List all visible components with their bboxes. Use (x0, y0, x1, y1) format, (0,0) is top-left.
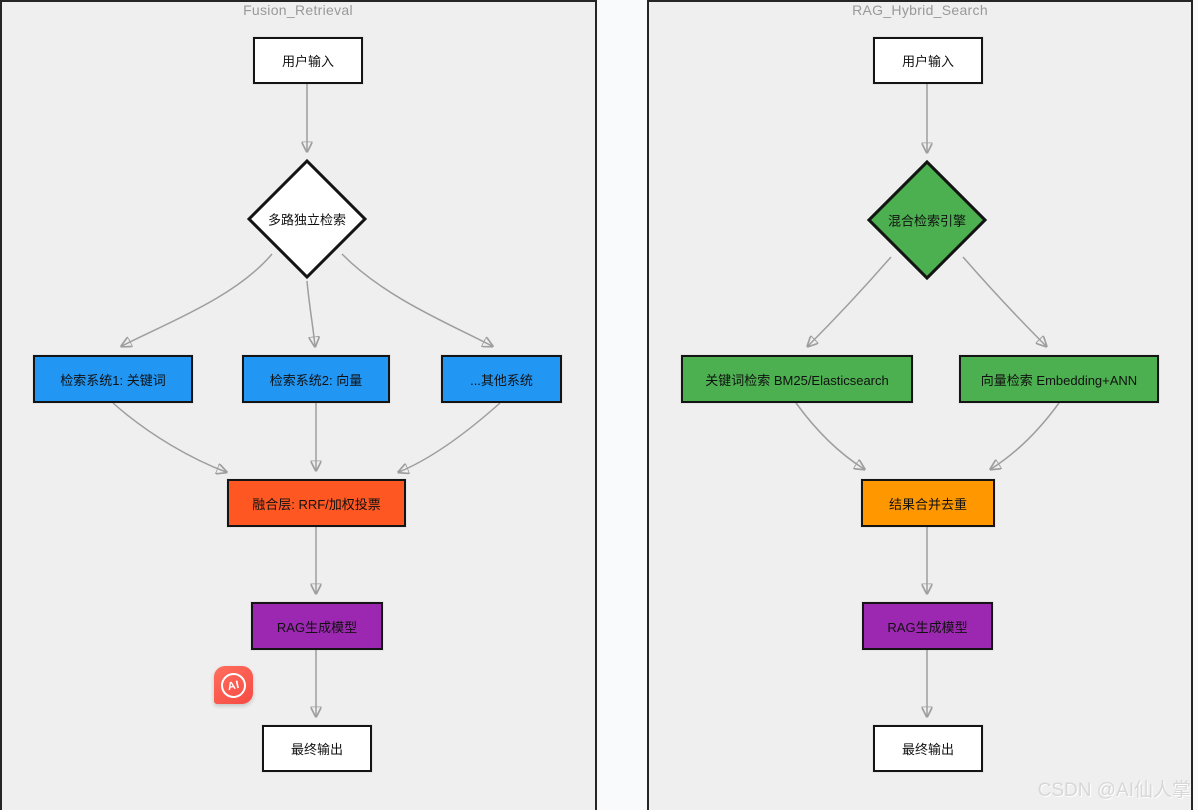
panel-title-fusion-retrieval: Fusion_Retrieval (243, 2, 353, 18)
panel-title-rag-hybrid-search: RAG_Hybrid_Search (852, 2, 988, 18)
node-retrieval-system-1-keyword: 检索系统1: 关键词 (33, 355, 193, 403)
ai-badge-label: AI (226, 677, 241, 693)
panel-fusion-retrieval (0, 0, 597, 810)
diamond-label-right: 混合检索引擎 (887, 213, 967, 229)
node-other-systems: ...其他系统 (441, 355, 562, 403)
ai-speech-bubble-icon: AI (218, 670, 249, 700)
node-result-merge-dedup: 结果合并去重 (861, 479, 995, 527)
csdn-watermark: CSDN @AI仙人掌 (1037, 780, 1191, 801)
node-keyword-search-bm25-elasticsearch: 关键词检索 BM25/Elasticsearch (681, 355, 913, 403)
diamond-label-left: 多路独立检索 (267, 212, 347, 228)
ai-logo-badge: AI (214, 666, 253, 704)
node-user-input-left: 用户输入 (253, 37, 363, 84)
node-rag-generation-model-left: RAG生成模型 (251, 602, 383, 650)
node-hybrid-search-engine-decision: 混合检索引擎 (866, 159, 988, 281)
node-vector-search-embedding-ann: 向量检索 Embedding+ANN (959, 355, 1159, 403)
node-user-input-right: 用户输入 (873, 37, 983, 84)
node-final-output-right: 最终输出 (873, 725, 983, 772)
node-retrieval-system-2-vector: 检索系统2: 向量 (242, 355, 390, 403)
node-rag-generation-model-right: RAG生成模型 (862, 602, 993, 650)
node-multi-path-retrieval-decision: 多路独立检索 (246, 158, 368, 280)
panel-rag-hybrid-search (647, 0, 1193, 810)
node-fusion-layer-rrf-weighted-voting: 融合层: RRF/加权投票 (227, 479, 406, 527)
node-final-output-left: 最终输出 (262, 725, 372, 772)
